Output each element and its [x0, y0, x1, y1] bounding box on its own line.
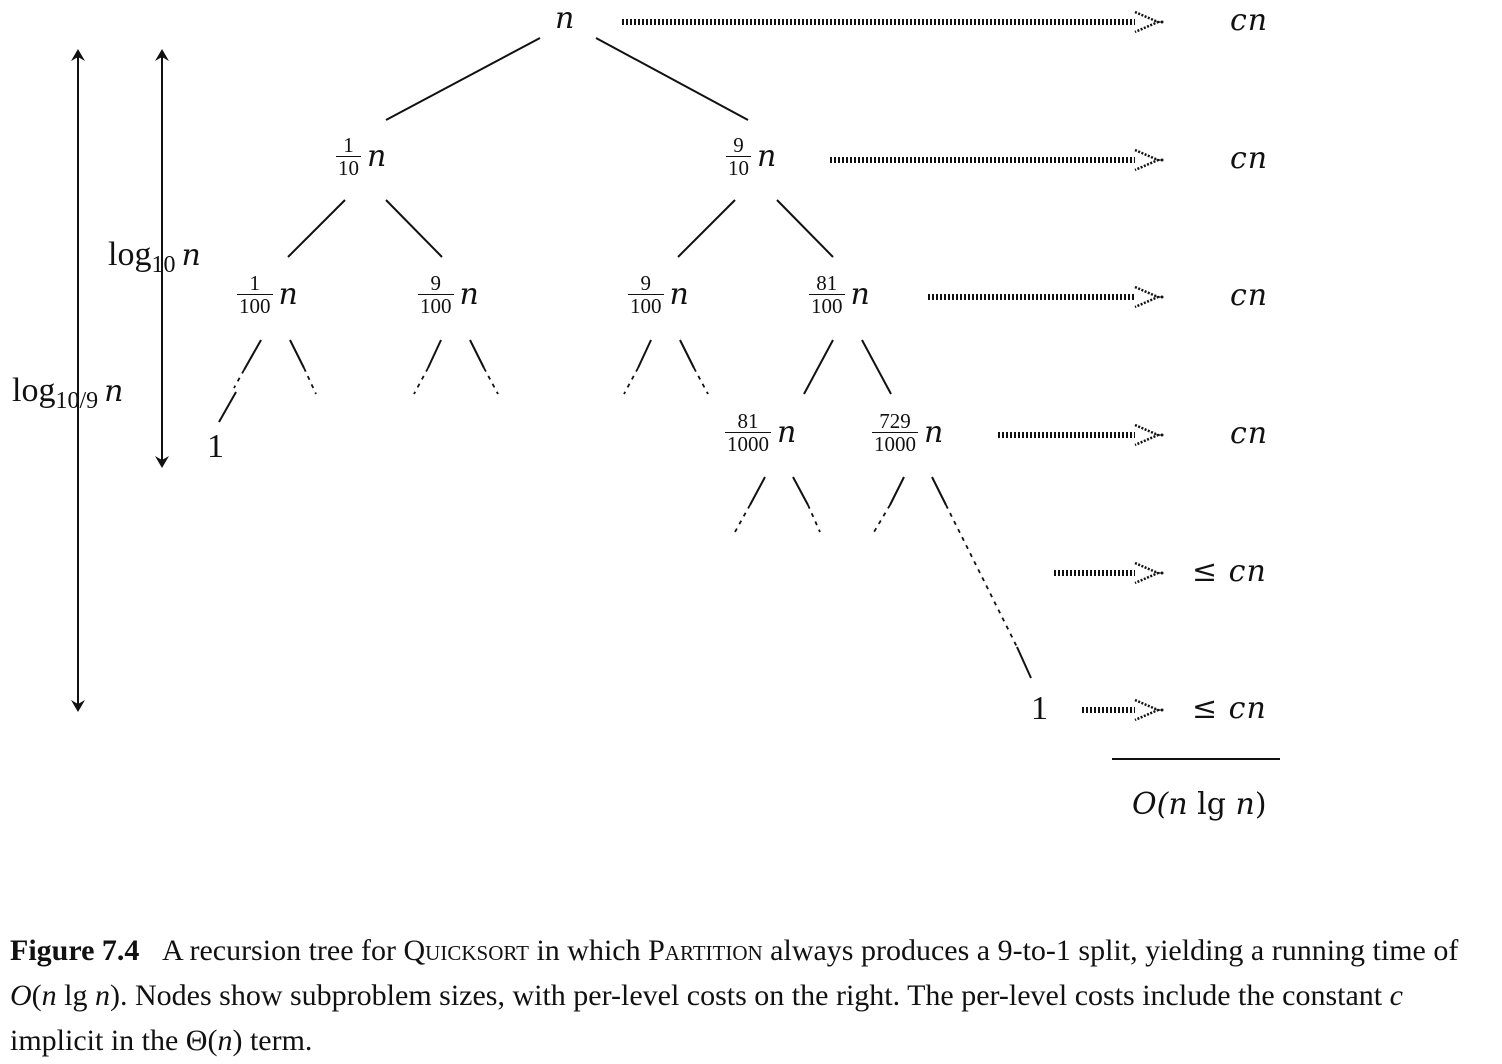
- cost-arrow-level3: [998, 423, 1164, 447]
- cost-level0: cn: [1230, 3, 1269, 38]
- cost-arrow-level1: [830, 148, 1164, 172]
- cost-level1: cn: [1230, 141, 1269, 176]
- total-cost: O(n lg n): [1132, 787, 1267, 822]
- partition-name: Partition: [648, 934, 763, 967]
- cost-arrows: [622, 10, 1164, 722]
- tree-edges: [218, 37, 1032, 679]
- quicksort-name: Quicksort: [403, 934, 529, 967]
- cost-arrow-level0: [622, 10, 1164, 34]
- leaf-right-1: 1: [1031, 690, 1048, 727]
- leaf-left-1: 1: [207, 428, 224, 465]
- cost-level3: cn: [1230, 416, 1269, 451]
- cost-arrow-level4: [1054, 561, 1164, 585]
- tree-dashed-edges: [233, 367, 1018, 648]
- tree-edges-and-arrows: [71, 10, 1280, 760]
- cost-level5: ≤ cn: [1192, 691, 1267, 726]
- figure-label: Figure 7.4: [10, 934, 140, 967]
- cost-arrow-level2: [928, 285, 1164, 309]
- root-node: n: [555, 1, 575, 36]
- cost-level2: cn: [1230, 278, 1269, 313]
- figure-caption: Figure 7.4 A recursion tree for Quicksor…: [10, 934, 1459, 1057]
- cost-arrow-level5: [1082, 698, 1164, 722]
- cost-level4: ≤ cn: [1192, 554, 1267, 589]
